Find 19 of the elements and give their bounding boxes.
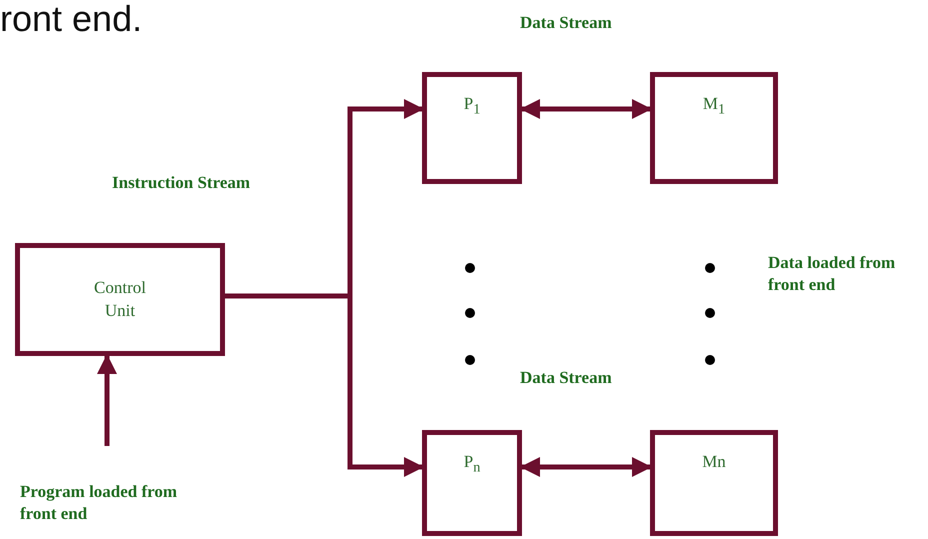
annotation-text: Data Stream bbox=[520, 367, 612, 389]
process-box bbox=[422, 430, 522, 536]
process-box bbox=[422, 72, 522, 184]
box-label: P$_{n}$ bbox=[464, 451, 480, 478]
box-label: M$_{1}$ bbox=[702, 93, 726, 120]
process-box bbox=[650, 72, 778, 184]
box-label: Mn bbox=[702, 451, 726, 473]
annotation-text: Data loaded from front end bbox=[768, 252, 896, 296]
title-fragment: ront end. bbox=[0, 0, 142, 41]
arrow bbox=[520, 457, 652, 477]
annotation-text: Program loaded from front end bbox=[20, 480, 190, 526]
box-label: Control Unit bbox=[93, 276, 147, 322]
annotation-text: Instruction Stream bbox=[112, 172, 250, 194]
annotation-text: Data Stream bbox=[520, 12, 612, 34]
box-label: P$_{1}$ bbox=[464, 93, 480, 120]
process-box bbox=[650, 430, 778, 536]
process-box bbox=[15, 243, 225, 356]
arrow bbox=[97, 354, 117, 446]
arrow bbox=[520, 99, 652, 119]
